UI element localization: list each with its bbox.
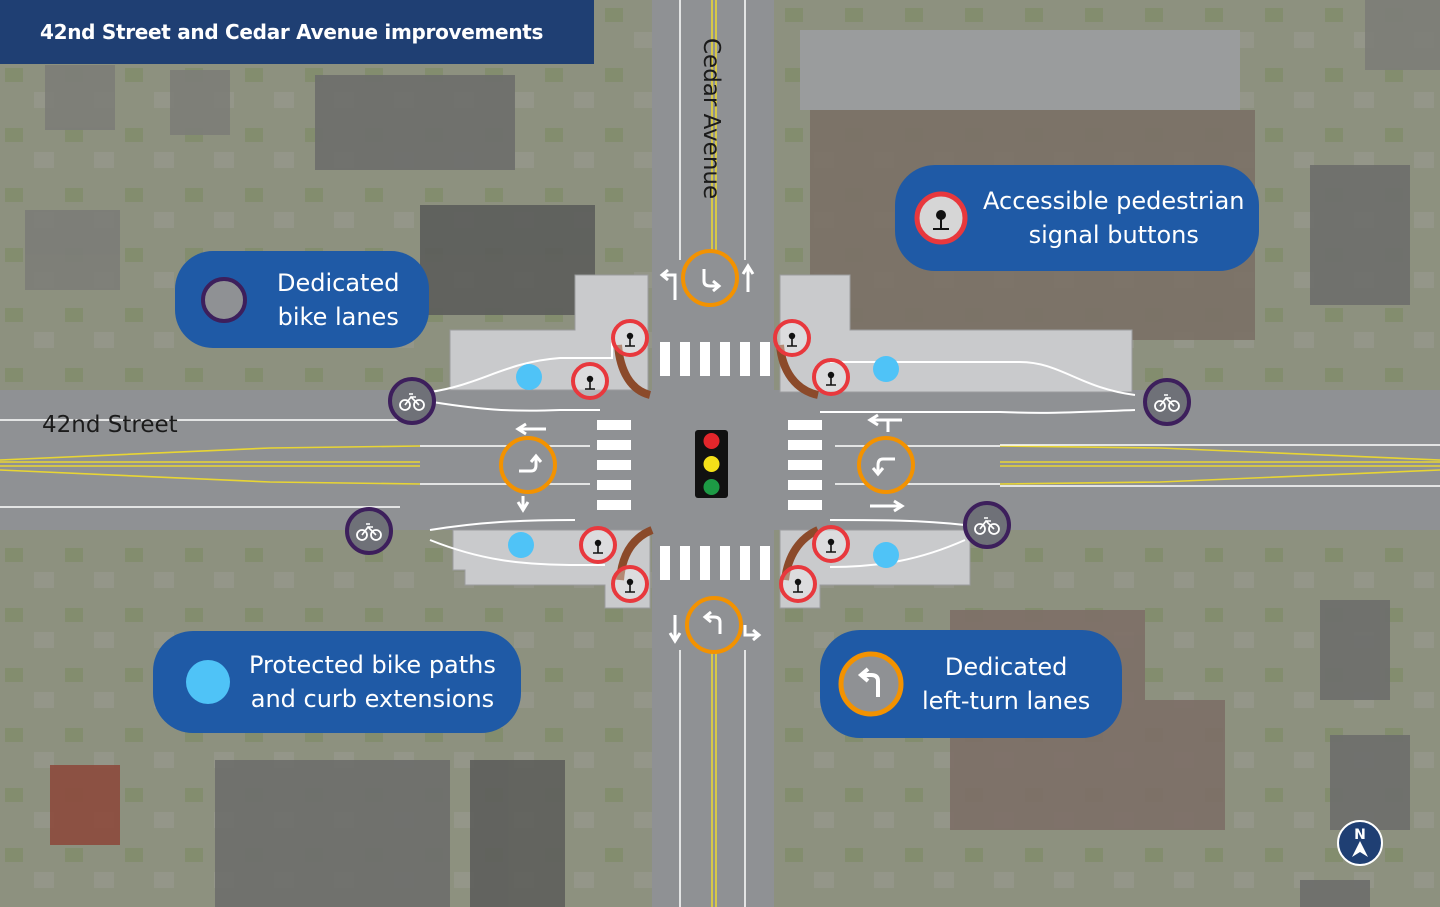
legend-protected-paths-line1: Protected bike paths <box>249 651 496 679</box>
legend-left-turn: Dedicated left-turn lanes <box>820 630 1122 738</box>
protected-path-legend-icon <box>186 660 230 704</box>
left-turn-legend-icon <box>838 651 904 717</box>
42nd-street-label: 42nd Street <box>42 412 178 438</box>
bike-paths <box>419 340 1136 568</box>
buildings <box>25 0 1440 907</box>
lane-arrows <box>515 263 905 644</box>
north-arrow: N <box>1337 820 1383 866</box>
left-turn-markers <box>499 249 915 654</box>
legend-ped-buttons-text: Accessible pedestrian signal buttons <box>983 184 1245 252</box>
map-title: 42nd Street and Cedar Avenue improvement… <box>0 0 594 64</box>
legend-left-turn-text: Dedicated left-turn lanes <box>922 650 1090 718</box>
legend-ped-buttons: Accessible pedestrian signal buttons <box>895 165 1259 271</box>
legend-protected-paths-line2: and curb extensions <box>250 685 495 713</box>
legend-left-turn-line1: Dedicated <box>944 653 1068 681</box>
north-arrow-icon: N <box>1352 827 1368 857</box>
legend-ped-buttons-line1: Accessible pedestrian <box>983 187 1245 215</box>
legend-protected-paths: Protected bike paths and curb extensions <box>153 631 521 733</box>
crosswalks <box>597 342 822 580</box>
legend-bike-lanes-text: Dedicated bike lanes <box>277 266 399 334</box>
bike-lane-markers <box>345 377 1191 555</box>
parking-lot <box>800 30 1240 110</box>
legend-bike-lanes: Dedicated bike lanes <box>175 251 429 348</box>
cedar-avenue-label: Cedar Avenue <box>698 38 724 200</box>
north-arrow-letter: N <box>1354 827 1366 843</box>
legend-bike-lanes-line2: bike lanes <box>277 302 399 331</box>
legend-ped-buttons-line2: signal buttons <box>1028 221 1199 249</box>
protected-path-markers <box>508 356 899 568</box>
legend-protected-paths-text: Protected bike paths and curb extensions <box>249 648 496 716</box>
bike-lane-legend-icon <box>201 276 247 323</box>
ped-button-legend-icon <box>914 191 968 245</box>
legend-left-turn-line2: left-turn lanes <box>922 687 1091 715</box>
traffic-signal <box>695 430 728 498</box>
legend-bike-lanes-line1: Dedicated <box>277 268 400 297</box>
